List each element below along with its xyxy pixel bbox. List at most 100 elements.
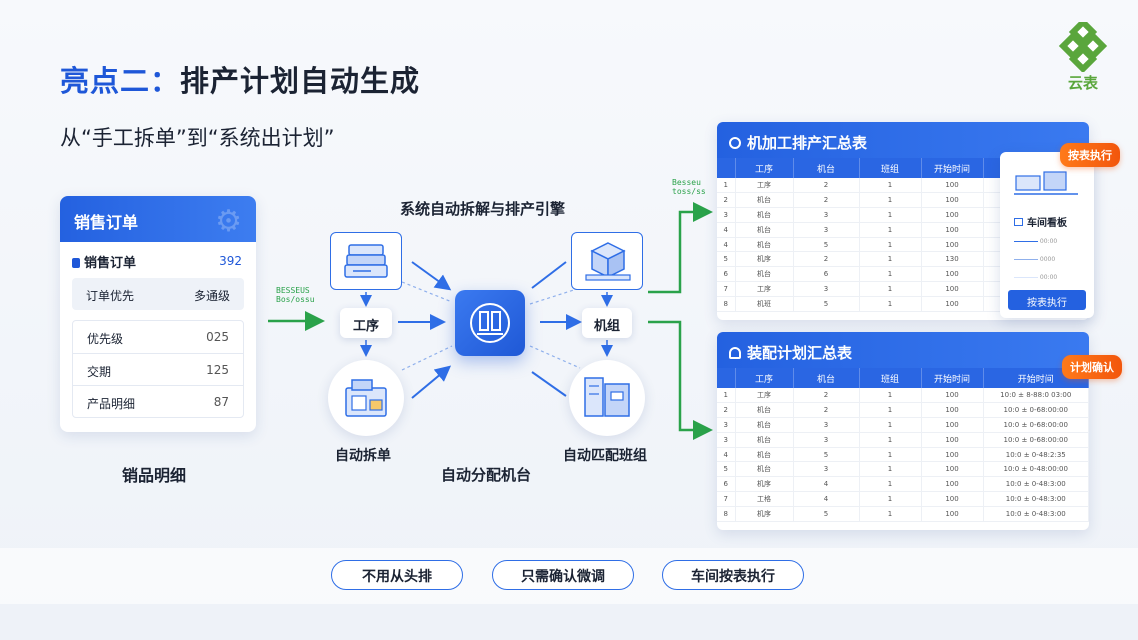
board-icon [1014,218,1023,226]
table-cell: 7 [717,281,736,297]
table-cell: 3 [793,417,860,433]
no-restart-button[interactable]: 不用从头排 [331,560,463,590]
table-cell: 8 [717,506,736,522]
table-cell: 10:0 ± 0-48:00:00 [983,461,1089,478]
table-cell: 2 [793,251,860,268]
kanban-line-text: 00:00 [1039,238,1058,245]
table-cell: 1 [859,192,922,209]
table-cell: 5 [793,447,860,463]
table-cell: 10:0 ± 0-48:2:35 [983,447,1089,463]
table-cell: 机台 [735,266,794,283]
table-cell: 2 [793,402,860,419]
order-docs-node [330,232,402,290]
execute-by-table-button[interactable]: 按表执行 [1008,290,1086,310]
brand-logo: 云表 [1052,17,1114,94]
table-cell: 2 [793,388,860,404]
execute-badge: 按表执行 [1060,143,1120,167]
table-cell: 8 [717,296,736,312]
table-cell: 1 [717,388,736,404]
table-cell: 100 [921,417,984,433]
table-cell: 4 [717,237,736,253]
confirm-adjust-button[interactable]: 只需确认微调 [492,560,634,590]
kanban-line-text: 00:00 [1039,274,1058,281]
table-cell: 130 [921,251,984,268]
table-cell: 机台 [735,432,794,448]
detail-value: 025 [206,330,229,344]
table-cell: 2 [717,402,736,419]
table-cell: 100 [921,178,984,194]
assembly-table-title: 装配计划汇总表 [747,344,853,362]
table-cell: 100 [921,461,984,478]
table-header-cell: 班组 [859,158,922,178]
machine-group-node: 机组 [582,308,632,338]
table-cell: 3 [717,417,736,433]
sales-order-count: 392 [219,254,242,268]
flow-dash [401,345,453,371]
right-flow-tag-line: Besseu [672,178,701,187]
table-cell: 5 [793,237,860,253]
flow-arrow [411,261,452,291]
table-cell: 100 [921,296,984,312]
table-cell: 机台 [735,207,794,223]
table-cell: 1 [859,417,922,433]
machine-icon [345,379,387,417]
table-cell: 1 [859,222,922,238]
split-order-node [328,360,404,436]
table-cell: 机台 [735,237,794,253]
table-header-cell: 开始时间 [921,368,984,388]
table-cell: 1 [859,461,922,478]
table-cell: 4 [793,491,860,507]
logo-mark-icon [1058,17,1108,74]
robot-engine-icon [470,303,510,343]
match-team-caption: 自动匹配班组 [563,448,647,464]
kanban-label: 车间看板 [1014,214,1067,229]
table-cell: 3 [793,432,860,448]
match-team-node [569,360,645,436]
order-priority-row[interactable]: 订单优先 多通级 [72,278,244,310]
table-cell: 6 [717,476,736,493]
logo-text: 云表 [1067,74,1098,92]
table-cell: 1 [859,296,922,312]
table-cell: 6 [793,266,860,283]
list-item: 0000 [1014,256,1080,274]
table-cell: 4 [717,447,736,463]
flow-arrow [411,365,452,399]
table-cell: 4 [793,476,860,493]
document-icon [72,258,80,268]
inventory-node [571,232,643,290]
table-cell: 1 [859,207,922,223]
table-cell: 10:0 ± 0-68:00:00 [983,432,1089,448]
sales-order-subtitle: 销售订单 [72,252,136,271]
table-cell: 机台 [735,417,794,433]
table-cell: 1 [859,491,922,507]
left-flow-tag-line: BESSEUS [276,286,310,295]
table-cell: 7 [717,491,736,507]
engine-title: 系统自动拆解与排产引擎 [400,200,566,218]
table-header-cell [717,368,736,388]
table-cell: 机班 [735,296,794,312]
document-stack-icon [344,244,388,278]
table-header-cell: 开始时间 [921,158,984,178]
workshop-execute-button[interactable]: 车间按表执行 [662,560,804,590]
table-cell: 100 [921,402,984,419]
table-cell: 6 [717,266,736,283]
table-cell: 1 [859,237,922,253]
table-cell: 机台 [735,447,794,463]
table-cell: 1 [859,178,922,194]
plan-confirm-badge: 计划确认 [1062,355,1122,379]
table-cell: 1 [859,251,922,268]
table-cell: 100 [921,222,984,238]
table-header-cell: 工序 [735,158,794,178]
split-order-caption: 自动拆单 [335,448,391,464]
